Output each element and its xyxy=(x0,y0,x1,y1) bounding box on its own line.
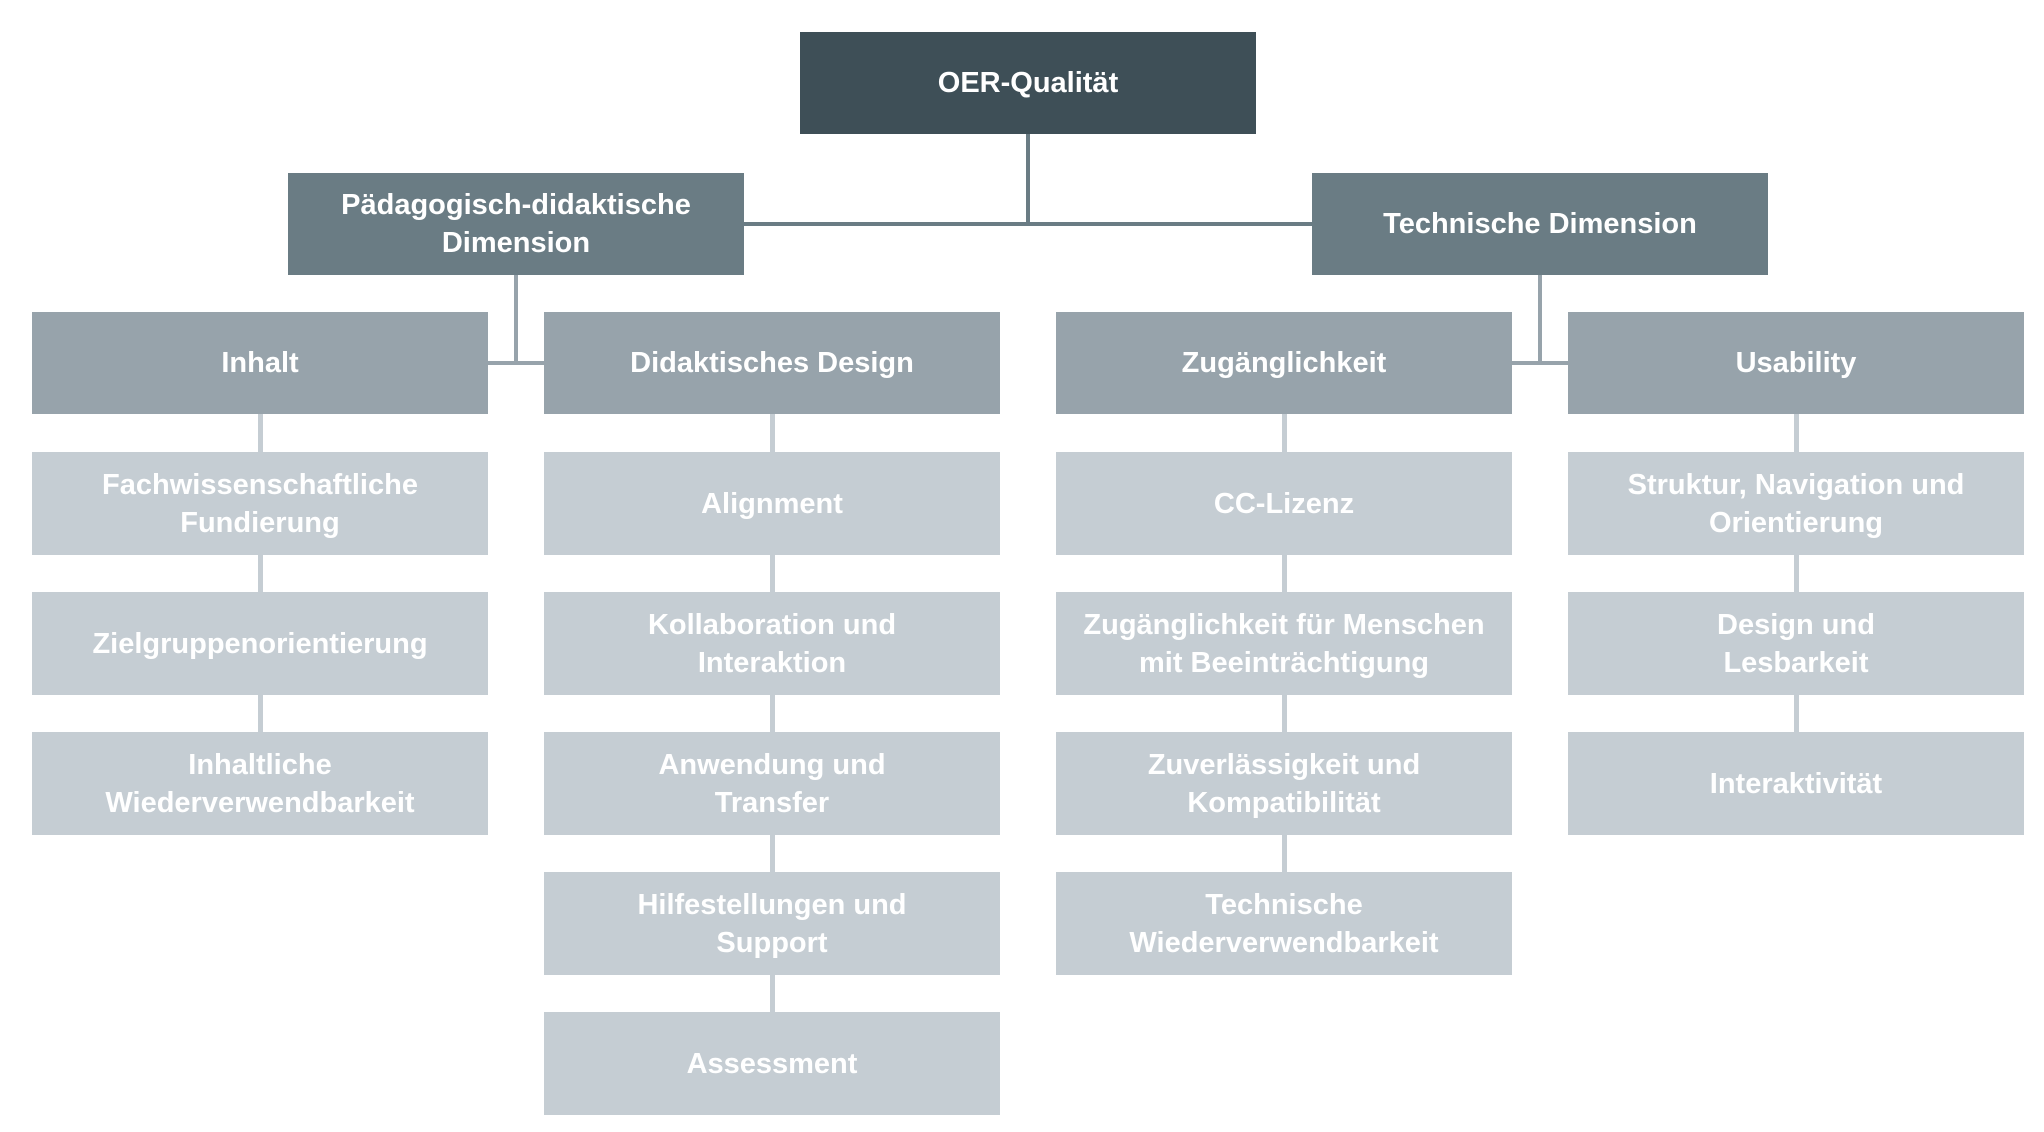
connector-col2-seg0 xyxy=(770,414,775,452)
category-header-zugaenglichkeit: Zugänglichkeit xyxy=(1056,312,1512,414)
item-box-inhaltliche-wiederverwendbarkeit: Inhaltliche Wiederverwendbarkeit xyxy=(32,732,488,835)
item-box-alignment: Alignment xyxy=(544,452,1000,555)
item-box-hilfestellungen-und-support: Hilfestellungen und Support xyxy=(544,872,1000,975)
connector-col3-seg1 xyxy=(1282,555,1287,592)
connector-col2-seg4 xyxy=(770,975,775,1012)
connector-col3-seg0 xyxy=(1282,414,1287,452)
item-box-struktur-navigation-orientierung: Struktur, Navigation und Orientierung xyxy=(1568,452,2024,555)
connector-col3-seg3 xyxy=(1282,835,1287,872)
connector-col2-seg2 xyxy=(770,695,775,732)
category-header-didaktisches-design: Didaktisches Design xyxy=(544,312,1000,414)
item-box-fachwissenschaftliche-fundierung: Fachwissenschaftliche Fundierung xyxy=(32,452,488,555)
item-box-zielgruppenorientierung: Zielgruppenorientierung xyxy=(32,592,488,695)
item-box-kollaboration-und-interaktion: Kollaboration und Interaktion xyxy=(544,592,1000,695)
connector-root-vertical xyxy=(1026,134,1030,226)
item-box-anwendung-und-transfer: Anwendung und Transfer xyxy=(544,732,1000,835)
dimension-box-technisch: Technische Dimension xyxy=(1312,173,1768,275)
connector-col2-seg3 xyxy=(770,835,775,872)
connector-dimension-left-vertical xyxy=(514,275,518,365)
connector-root-horizontal xyxy=(744,222,1312,226)
item-box-zuverlaessigkeit-und-kompatibilitaet: Zuverlässigkeit und Kompatibilität xyxy=(1056,732,1512,835)
item-box-design-und-lesbarkeit: Design und Lesbarkeit xyxy=(1568,592,2024,695)
connector-col1-seg0 xyxy=(258,414,263,452)
item-box-assessment: Assessment xyxy=(544,1012,1000,1115)
category-header-usability: Usability xyxy=(1568,312,2024,414)
category-header-inhalt: Inhalt xyxy=(32,312,488,414)
connector-col1-seg2 xyxy=(258,695,263,732)
dimension-box-paedagogisch-didaktisch: Pädagogisch-didaktische Dimension xyxy=(288,173,744,275)
item-box-technische-wiederverwendbarkeit: Technische Wiederverwendbarkeit xyxy=(1056,872,1512,975)
connector-dimension-right-tbar xyxy=(1512,361,1568,365)
connector-col4-seg1 xyxy=(1794,555,1799,592)
root-box-oer-qualitaet: OER-Qualität xyxy=(800,32,1256,134)
connector-dimension-left-tbar xyxy=(488,361,544,365)
connector-col4-seg0 xyxy=(1794,414,1799,452)
connector-dimension-right-vertical xyxy=(1538,275,1542,365)
connector-col4-seg2 xyxy=(1794,695,1799,732)
item-box-zugaenglichkeit-fuer-menschen: Zugänglichkeit für Menschen mit Beeinträ… xyxy=(1056,592,1512,695)
connector-col2-seg1 xyxy=(770,555,775,592)
item-box-cc-lizenz: CC-Lizenz xyxy=(1056,452,1512,555)
connector-col1-seg1 xyxy=(258,555,263,592)
connector-col3-seg2 xyxy=(1282,695,1287,732)
item-box-interaktivitaet: Interaktivität xyxy=(1568,732,2024,835)
